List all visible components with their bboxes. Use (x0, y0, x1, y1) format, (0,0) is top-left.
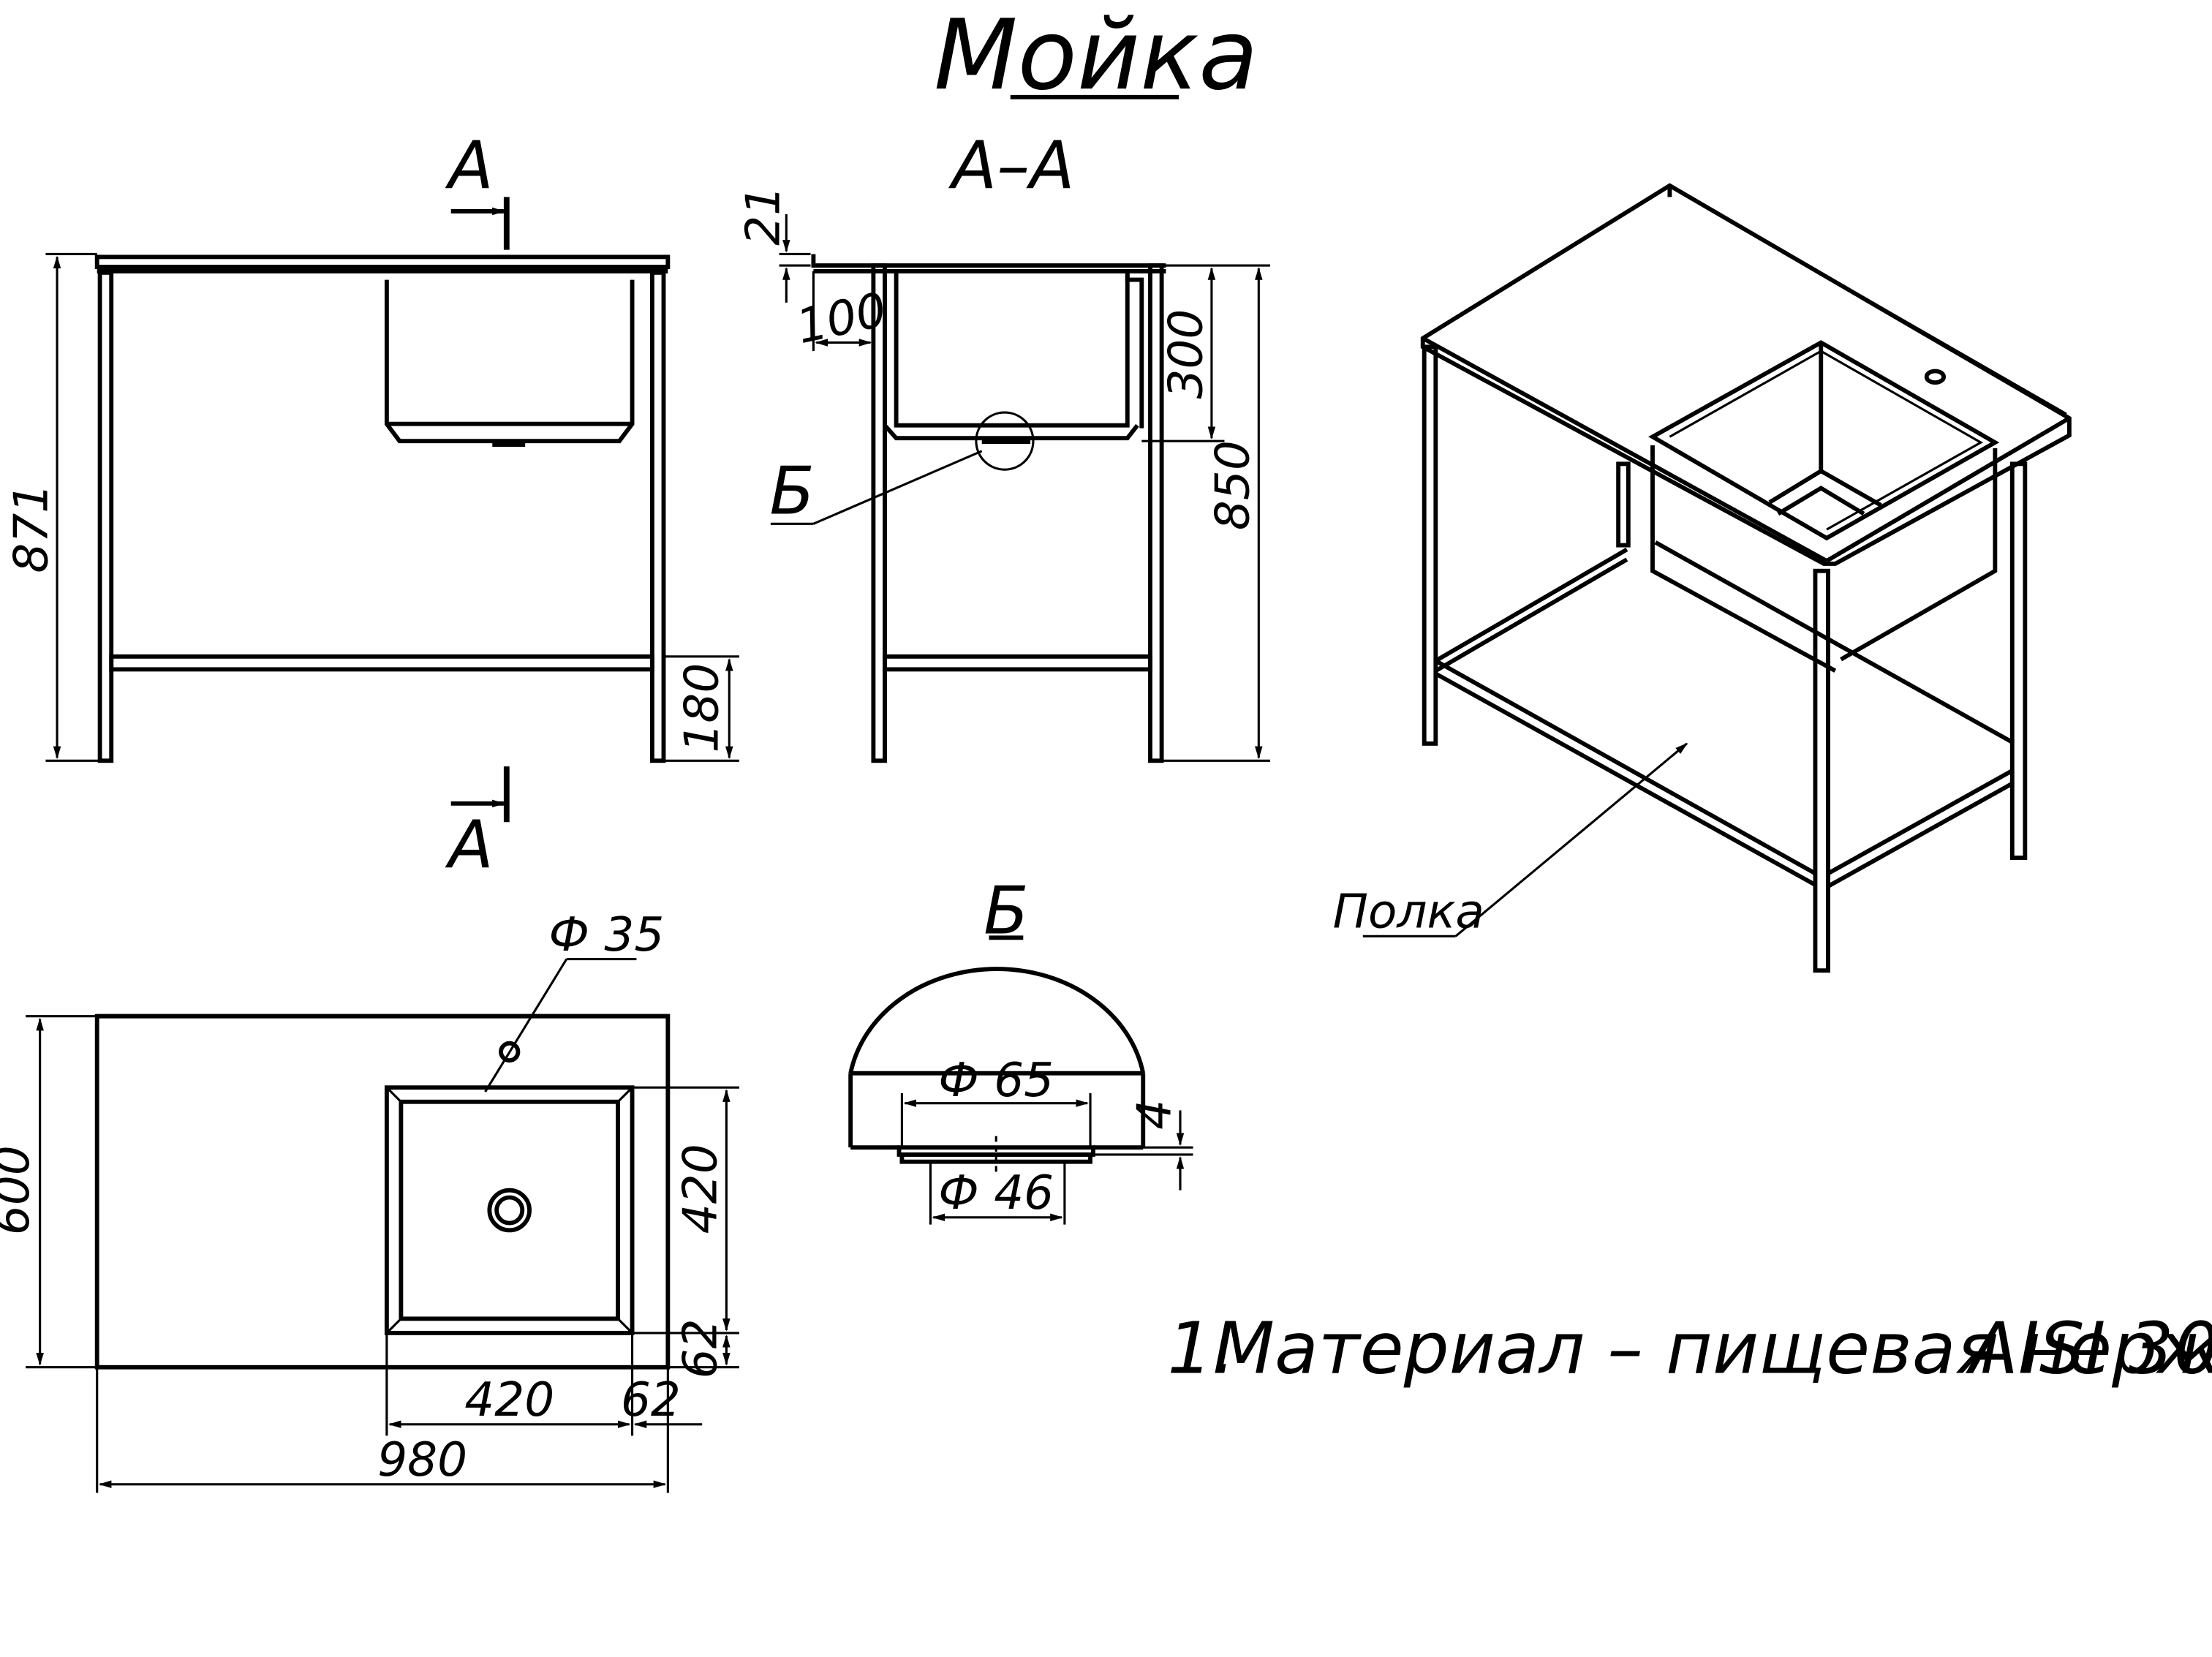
drawing-title: Мойка (934, 0, 1258, 112)
section-marker-bottom: А (445, 808, 493, 884)
dim-section-table-height: 850 (1206, 440, 1261, 530)
note-text: Материал – пищевая нерж. сталь (1213, 1307, 2212, 1391)
detail-view: Б Ф 65 4 Ф 46 (848, 873, 1193, 1225)
title-text: Мойка (934, 0, 1258, 112)
note-number: 1. (1167, 1307, 1235, 1391)
isometric-view: Полка (1333, 183, 2072, 973)
dim-section-bowl-depth: 300 (1158, 309, 1213, 399)
dim-top-bowl-side: 62 (621, 1373, 681, 1427)
dim-section-edge-offset: 100 (792, 282, 891, 355)
dim-top-bowl-edge: 62 (673, 1318, 728, 1378)
dim-drain-flange: 4 (1127, 1100, 1182, 1130)
dim-top-hole-diameter: Ф 35 (549, 907, 665, 962)
notes: 1. Материал – пищевая нерж. сталь AISI 3… (1167, 1307, 2212, 1391)
section-view: А–А Б 21 100 300 (736, 129, 1270, 763)
dim-drain-outer-diameter: Ф 65 (938, 1053, 1054, 1108)
detail-marker: Б (769, 454, 815, 530)
front-view: 871 180 А А (4, 129, 739, 884)
dim-front-total-height: 871 (4, 483, 58, 573)
dim-top-bowl-length: 420 (464, 1373, 554, 1427)
dim-section-top-thickness: 21 (736, 186, 791, 246)
shelf-label: Полка (1333, 885, 1484, 940)
dim-front-shelf-height: 180 (675, 663, 730, 753)
section-cut-top: А (445, 129, 510, 250)
dim-top-total-width: 980 (377, 1433, 467, 1487)
dim-top-depth: 600 (0, 1145, 40, 1235)
dim-top-bowl-width: 420 (673, 1144, 728, 1234)
section-cut-bottom: А (445, 766, 510, 884)
dim-drain-inner-diameter: Ф 46 (938, 1166, 1054, 1220)
section-marker-top: А (445, 129, 493, 205)
section-title: А–А (948, 129, 1075, 205)
top-view: Ф 35 600 420 62 420 62 980 (0, 907, 739, 1493)
note-spec: AISI 304 (1965, 1307, 2212, 1391)
